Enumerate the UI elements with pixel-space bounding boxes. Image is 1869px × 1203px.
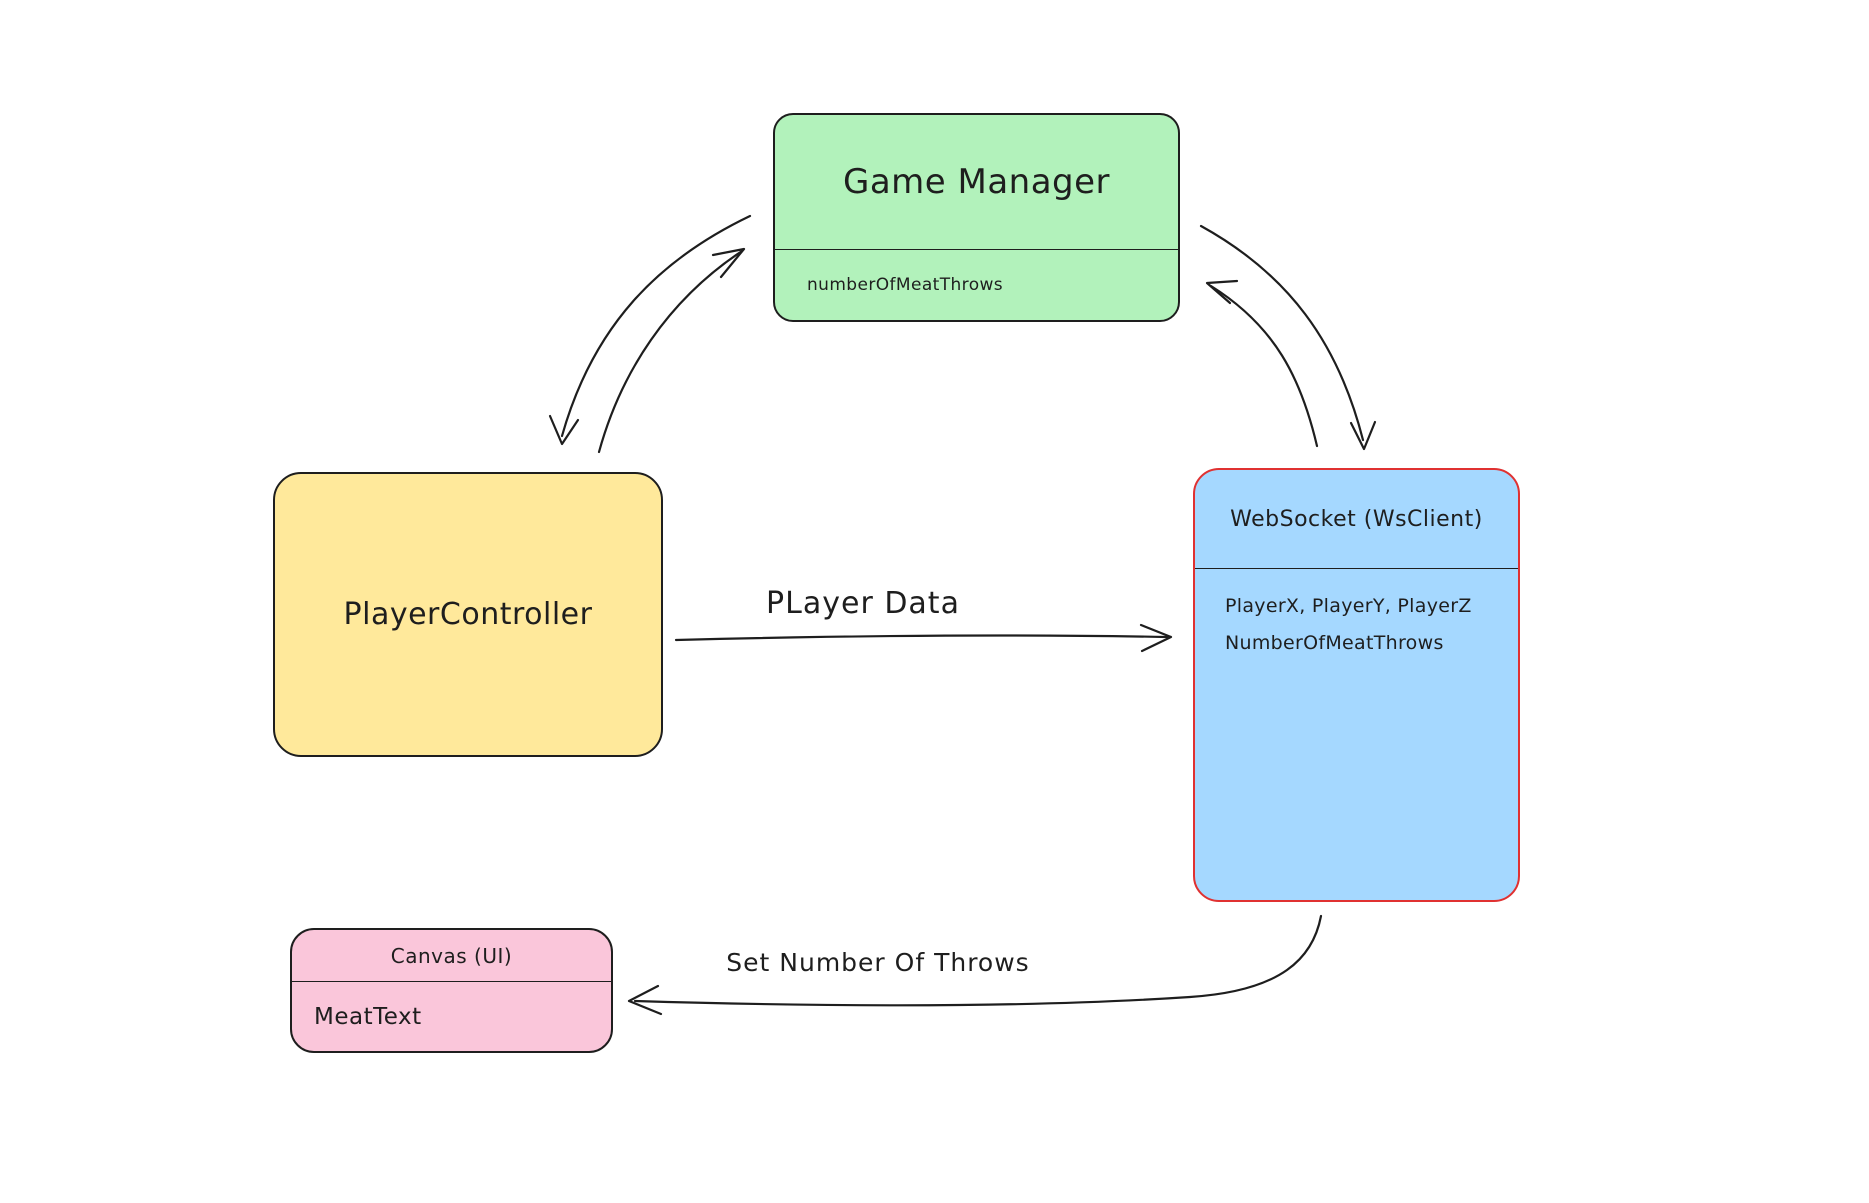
node-game-manager-title: Game Manager: [842, 162, 1111, 202]
node-canvas-ui: Canvas (UI) MeatText: [290, 928, 613, 1053]
arrow-gamemanager-to-playercontroller: [548, 214, 752, 446]
node-player-controller: PlayerController: [273, 472, 663, 757]
node-game-manager: Game Manager numberOfMeatThrows: [773, 113, 1180, 322]
arrow-player-data: [674, 623, 1173, 653]
arrow-websocket-to-gamemanager: [1205, 279, 1319, 448]
node-websocket-field-throws: NumberOfMeatThrows: [1225, 632, 1444, 654]
node-websocket-header: WebSocket (WsClient): [1195, 470, 1518, 569]
node-websocket-body: PlayerX, PlayerY, PlayerZ NumberOfMeatTh…: [1195, 569, 1518, 900]
arrow-gamemanager-to-websocket: [1199, 224, 1377, 451]
node-canvas-ui-body: MeatText: [292, 982, 611, 1051]
node-canvas-ui-header: Canvas (UI): [292, 930, 611, 982]
node-websocket: WebSocket (WsClient) PlayerX, PlayerY, P…: [1193, 468, 1520, 902]
edge-label-player-data: PLayer Data: [766, 586, 960, 621]
node-websocket-title: WebSocket (WsClient): [1230, 506, 1483, 532]
node-game-manager-field: numberOfMeatThrows: [807, 275, 1004, 295]
node-player-controller-title: PlayerController: [343, 597, 593, 632]
node-canvas-ui-field: MeatText: [314, 1003, 422, 1030]
node-canvas-ui-title: Canvas (UI): [390, 943, 513, 968]
node-websocket-field-players: PlayerX, PlayerY, PlayerZ: [1225, 595, 1472, 617]
arrow-playercontroller-to-gamemanager: [597, 247, 746, 454]
edge-label-set-number-of-throws: Set Number Of Throws: [726, 948, 1030, 977]
node-game-manager-header: Game Manager: [775, 115, 1178, 250]
node-game-manager-body: numberOfMeatThrows: [775, 250, 1178, 320]
